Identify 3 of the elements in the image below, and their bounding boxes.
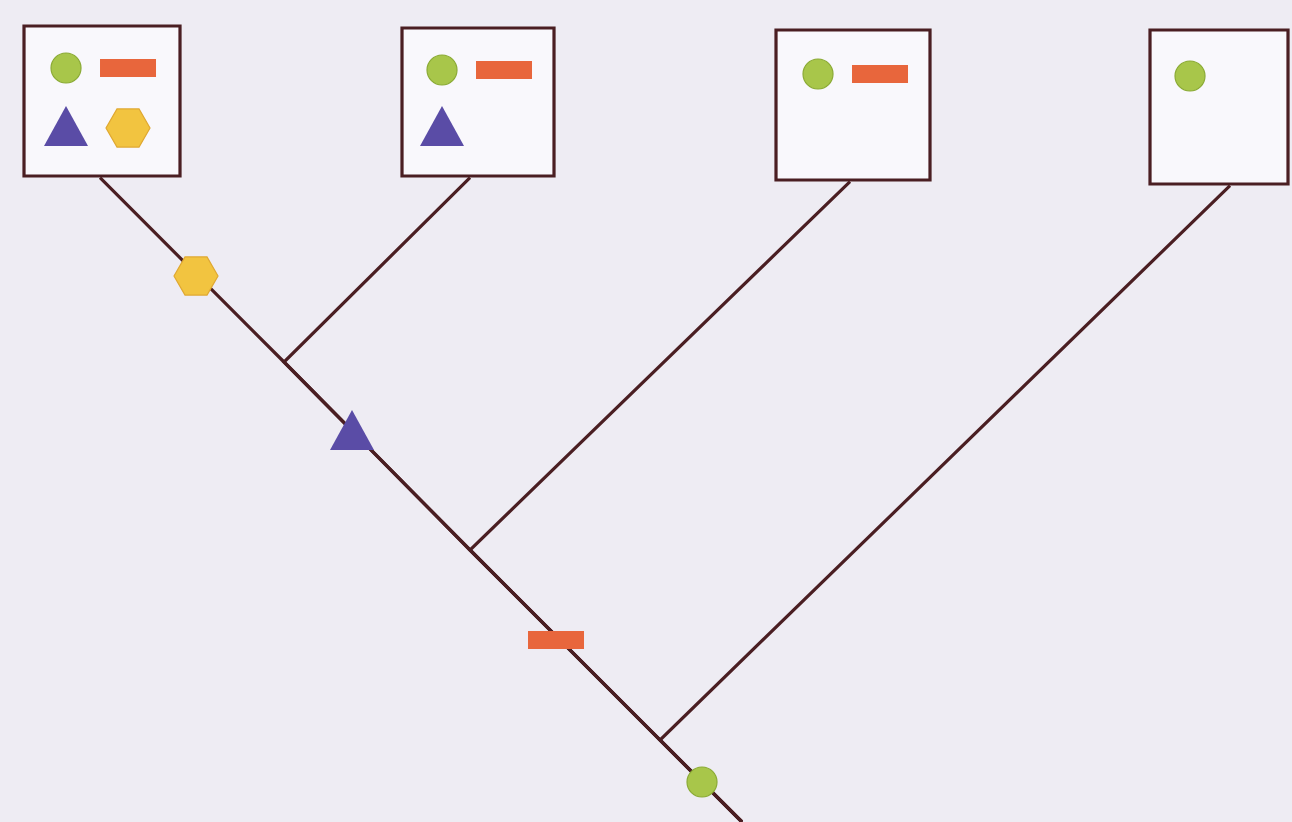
box [774, 28, 932, 182]
branch-line [657, 184, 1232, 822]
box [1148, 28, 1290, 186]
